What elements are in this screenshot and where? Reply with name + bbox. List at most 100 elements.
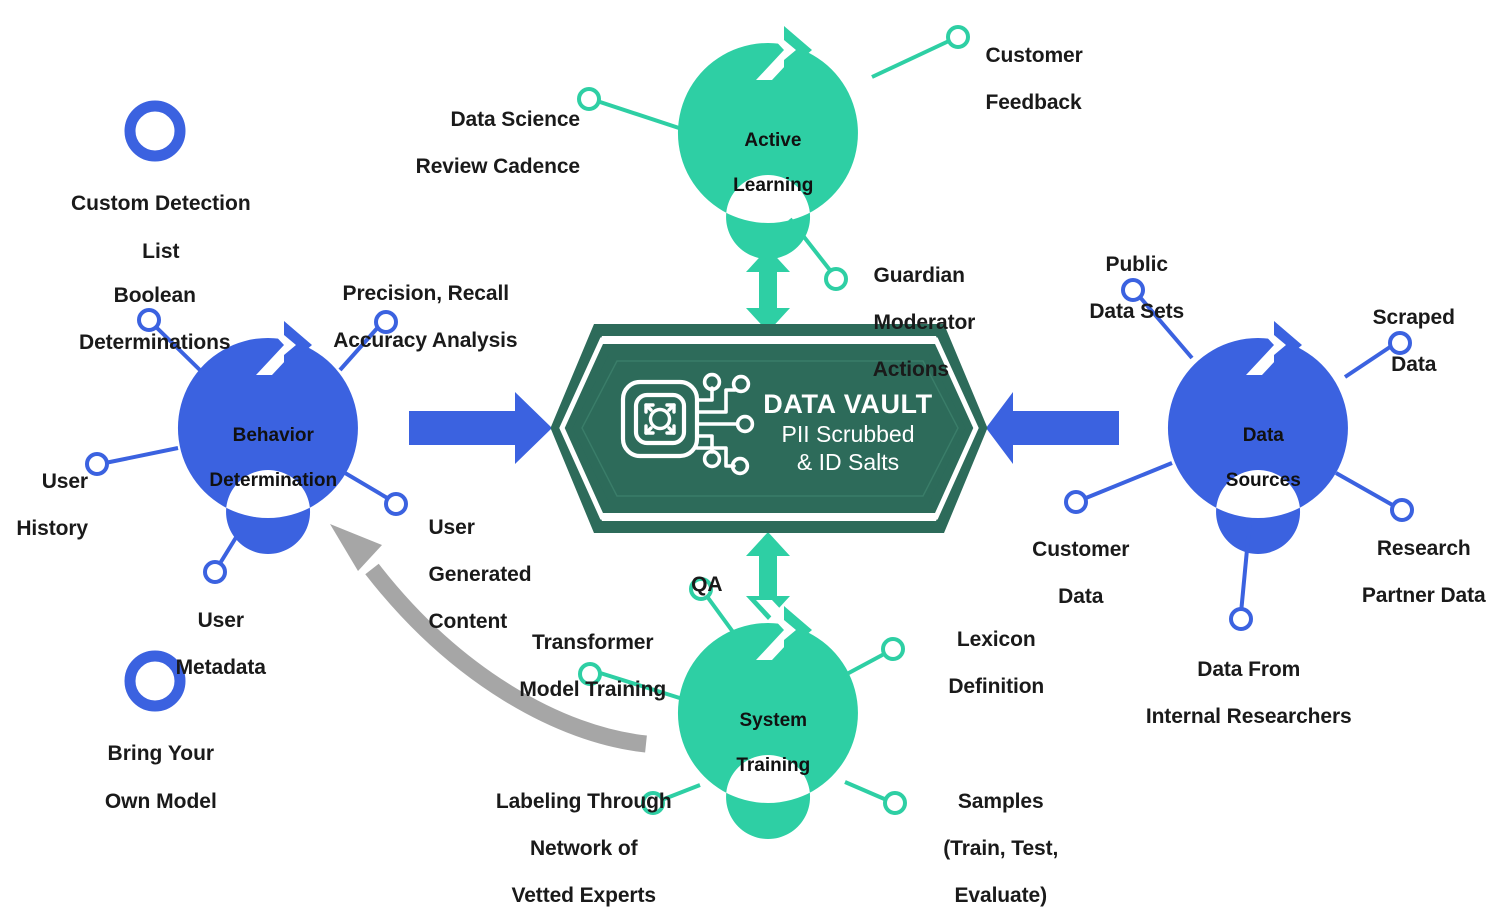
node-title-behavior-determination-line1: Behavior (232, 425, 314, 447)
node-title-active-learning-line1: Active (744, 130, 802, 152)
label-lexicon-definition: Lexicon Definition (903, 604, 1078, 698)
connector-dots-behavior-determination (85, 308, 408, 584)
label-line: Customer (1032, 537, 1130, 561)
label-scraped-data: Scraped Data (1318, 282, 1498, 376)
label-line: Labeling Through (495, 789, 672, 813)
data-vault-title: DATA VAULT (763, 389, 933, 419)
label-custom-detection-list: Custom Detection List (35, 168, 275, 264)
dot-qa (689, 577, 713, 601)
label-line: Moderator (873, 310, 976, 334)
dot-samples (883, 791, 907, 815)
label-line: (Train, Test, (943, 836, 1059, 860)
label-line: User (428, 515, 475, 539)
dot-research-partner-data (1390, 498, 1414, 522)
dot-transformer-model-training (578, 662, 602, 686)
dot-user-history (85, 452, 109, 476)
label-line: Boolean (113, 283, 196, 307)
label-line: Model Training (519, 677, 667, 701)
dot-user-generated-content (384, 492, 408, 516)
data-vault-hexagon (550, 324, 988, 533)
label-line: Review Cadence (415, 154, 580, 178)
dot-lexicon-definition (881, 637, 905, 661)
label-line: Partner Data (1361, 583, 1486, 607)
dot-boolean-determinations (137, 308, 161, 332)
connector-dots-active-learning (577, 25, 970, 291)
label-research-partner-data: Research Partner Data (1318, 513, 1500, 607)
label-line: Content (428, 609, 508, 633)
label-line: Feedback (985, 90, 1082, 114)
dot-customer-data (1064, 490, 1088, 514)
label-line: Scraped (1372, 305, 1455, 329)
dot-data-from-internal-researchers (1229, 607, 1253, 631)
label-user-history: User History (0, 446, 88, 540)
label-line: Vetted Experts (511, 883, 656, 907)
label-line: Data Sets (1089, 299, 1185, 323)
node-behavior-determination[interactable] (177, 315, 358, 554)
label-line: Precision, Recall (342, 281, 509, 305)
label-line: Transformer (532, 630, 654, 654)
connector-dots-data-sources (1064, 278, 1414, 631)
connector-dots-system-training (578, 577, 907, 815)
label-line: Network of (529, 836, 638, 860)
label-qa: QA (651, 549, 751, 596)
label-line: Lexicon (956, 627, 1036, 651)
label-guardian-moderator-actions: Guardian Moderator Actions (862, 240, 1082, 381)
label-line: Own Model (104, 789, 217, 813)
node-system-training[interactable] (677, 600, 858, 839)
standalone-circle-custom-detection-list[interactable] (124, 100, 186, 162)
label-precision-recall-accuracy-analysis: Precision, Recall Accuracy Analysis (300, 258, 540, 352)
label-user-generated-content: User Generated Content (417, 492, 597, 633)
node-title-data-sources-line1: Data (1242, 425, 1284, 447)
label-line: Evaluate) (954, 883, 1048, 907)
dot-public-data-sets (1121, 278, 1145, 302)
label-user-metadata: User Metadata (125, 585, 305, 679)
dot-scraped-data (1388, 331, 1412, 355)
label-line: Customer (985, 43, 1083, 67)
green-double-arrow-top (746, 248, 790, 332)
label-data-from-internal-researchers: Data From Internal Researchers (1098, 634, 1388, 728)
diagram-canvas: DATA VAULT PII Scrubbed & ID Salts Activ… (0, 20, 1500, 907)
node-title-data-sources-line2: Sources (1225, 470, 1301, 492)
label-line: Public (1105, 252, 1169, 276)
label-line: History (16, 516, 88, 540)
label-line: List (142, 239, 180, 263)
label-public-data-sets: Public Data Sets (1036, 229, 1226, 323)
label-boolean-determinations: Boolean Determinations (34, 260, 264, 354)
node-title-system-training-line1: System (739, 710, 808, 732)
node-data-sources[interactable] (1167, 315, 1348, 554)
node-title-behavior-determination-line2: Determination (209, 470, 338, 492)
label-line: Data From (1197, 657, 1301, 681)
connectors-behavior-determination (104, 323, 391, 567)
connectors-system-training (596, 593, 890, 803)
connectors-data-sources (1080, 294, 1397, 614)
label-line: User (197, 608, 244, 632)
dot-precision-recall-accuracy-analysis (374, 310, 398, 334)
label-bring-your-own-model: Bring Your Own Model (45, 718, 265, 814)
label-samples: Samples (Train, Test, Evaluate) (905, 766, 1085, 907)
label-line: Guardian (873, 263, 965, 287)
label-line: Accuracy Analysis (333, 328, 518, 352)
node-active-learning[interactable] (677, 20, 858, 259)
dot-labeling-through-network-of-vetted-experts (641, 791, 665, 815)
label-line: Generated (428, 562, 532, 586)
standalone-circle-bring-your-own-model[interactable] (124, 650, 186, 712)
node-title-system-training-line2: Training (736, 755, 811, 777)
label-line: Internal Researchers (1145, 704, 1352, 728)
label-line: Metadata (175, 655, 266, 679)
blue-arrow-left (986, 392, 1119, 464)
label-line: Determinations (79, 330, 231, 354)
label-line: Definition (948, 674, 1045, 698)
label-customer-feedback: Customer Feedback (974, 20, 1194, 114)
data-vault-subtitle-line1: PII Scrubbed (781, 421, 915, 447)
label-line: Data Science (450, 107, 580, 131)
label-customer-data: Customer Data (985, 514, 1165, 608)
label-line: User (41, 469, 88, 493)
label-line: Data (1058, 584, 1104, 608)
label-line: Custom Detection (70, 191, 251, 215)
green-double-arrow-bottom (746, 532, 790, 620)
dot-data-science-review-cadence (577, 87, 601, 111)
label-line: Samples (957, 789, 1044, 813)
gray-curved-arrow (330, 524, 647, 753)
data-vault-subtitle-line2: & ID Salts (796, 449, 900, 475)
label-line: QA (691, 572, 723, 596)
